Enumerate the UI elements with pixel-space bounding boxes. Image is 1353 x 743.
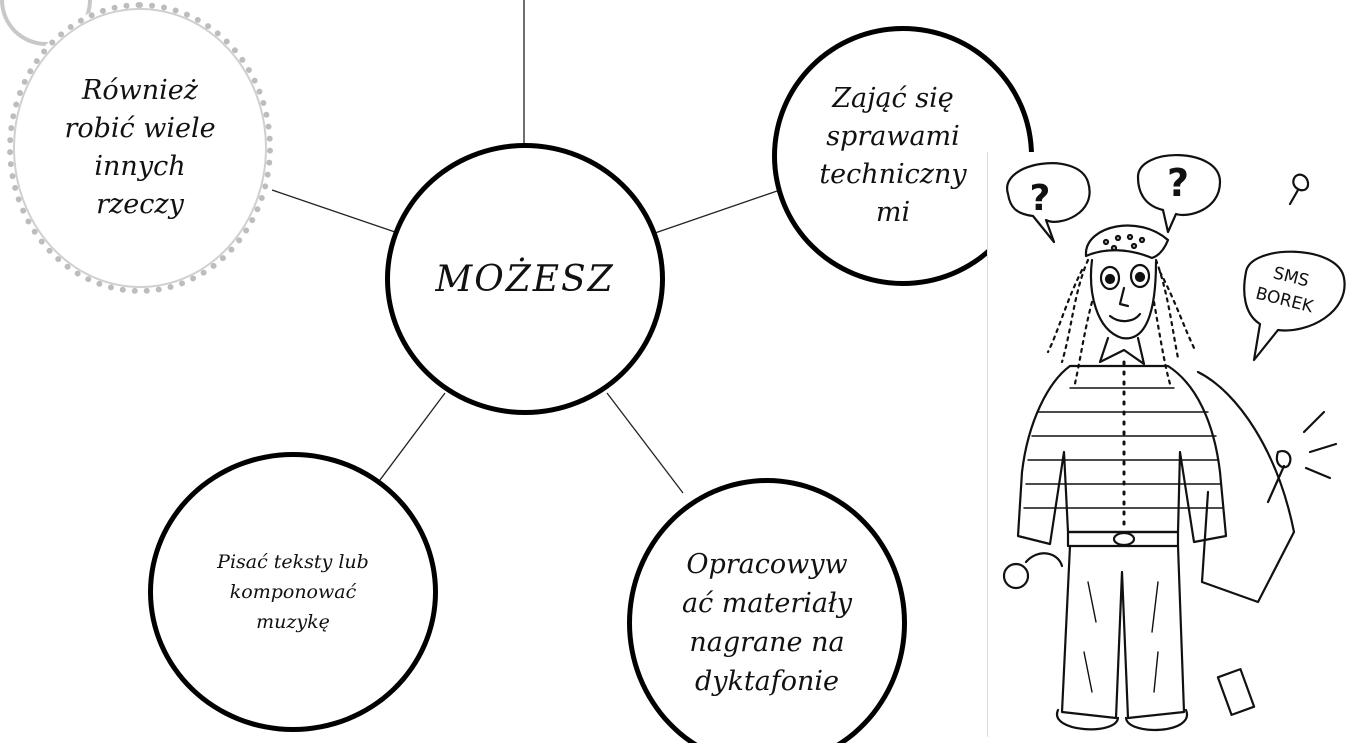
thought-bubble-right [1136, 154, 1222, 234]
cartoon-illustration: ? ? SMS BOREK [987, 152, 1353, 737]
connector-bottom-right [606, 392, 684, 494]
bubble-dictaphone: Opracowyw ać materiały nagrane na dyktaf… [627, 478, 907, 743]
connector-top-right [654, 189, 781, 234]
question-mark-left: ? [1030, 178, 1051, 219]
question-mark-right: ? [1167, 161, 1189, 205]
character-bag [1196, 370, 1296, 604]
sms-speech-bubble [1243, 250, 1346, 362]
bubble-music-text: Pisać teksty lub komponować muzykę [217, 551, 369, 633]
connector-top-left [271, 189, 396, 233]
bubble-technical-text: Zająć się sprawami techniczny mi [819, 83, 967, 228]
character-face [1089, 258, 1158, 340]
character-sweater [1016, 364, 1228, 546]
bubble-other-things: Również robić wiele innych rzeczy [7, 2, 273, 294]
bubble-music: Pisać teksty lub komponować muzykę [148, 452, 438, 732]
cartoon-drawing: ? ? SMS BOREK [1002, 154, 1346, 732]
character-hat [1084, 224, 1170, 260]
connector-bottom-left [367, 392, 446, 497]
character-trousers [1060, 544, 1186, 720]
thought-bubble-left [1006, 162, 1091, 244]
center-label: MOŻESZ [435, 258, 615, 300]
bubble-other-things-text: Również robić wiele innych rzeczy [64, 75, 216, 220]
bubble-dictaphone-text: Opracowyw ać materiały nagrane na dyktaf… [682, 549, 852, 697]
sms-text-line1: SMS [1271, 263, 1311, 291]
center-bubble: MOŻESZ [385, 143, 665, 415]
